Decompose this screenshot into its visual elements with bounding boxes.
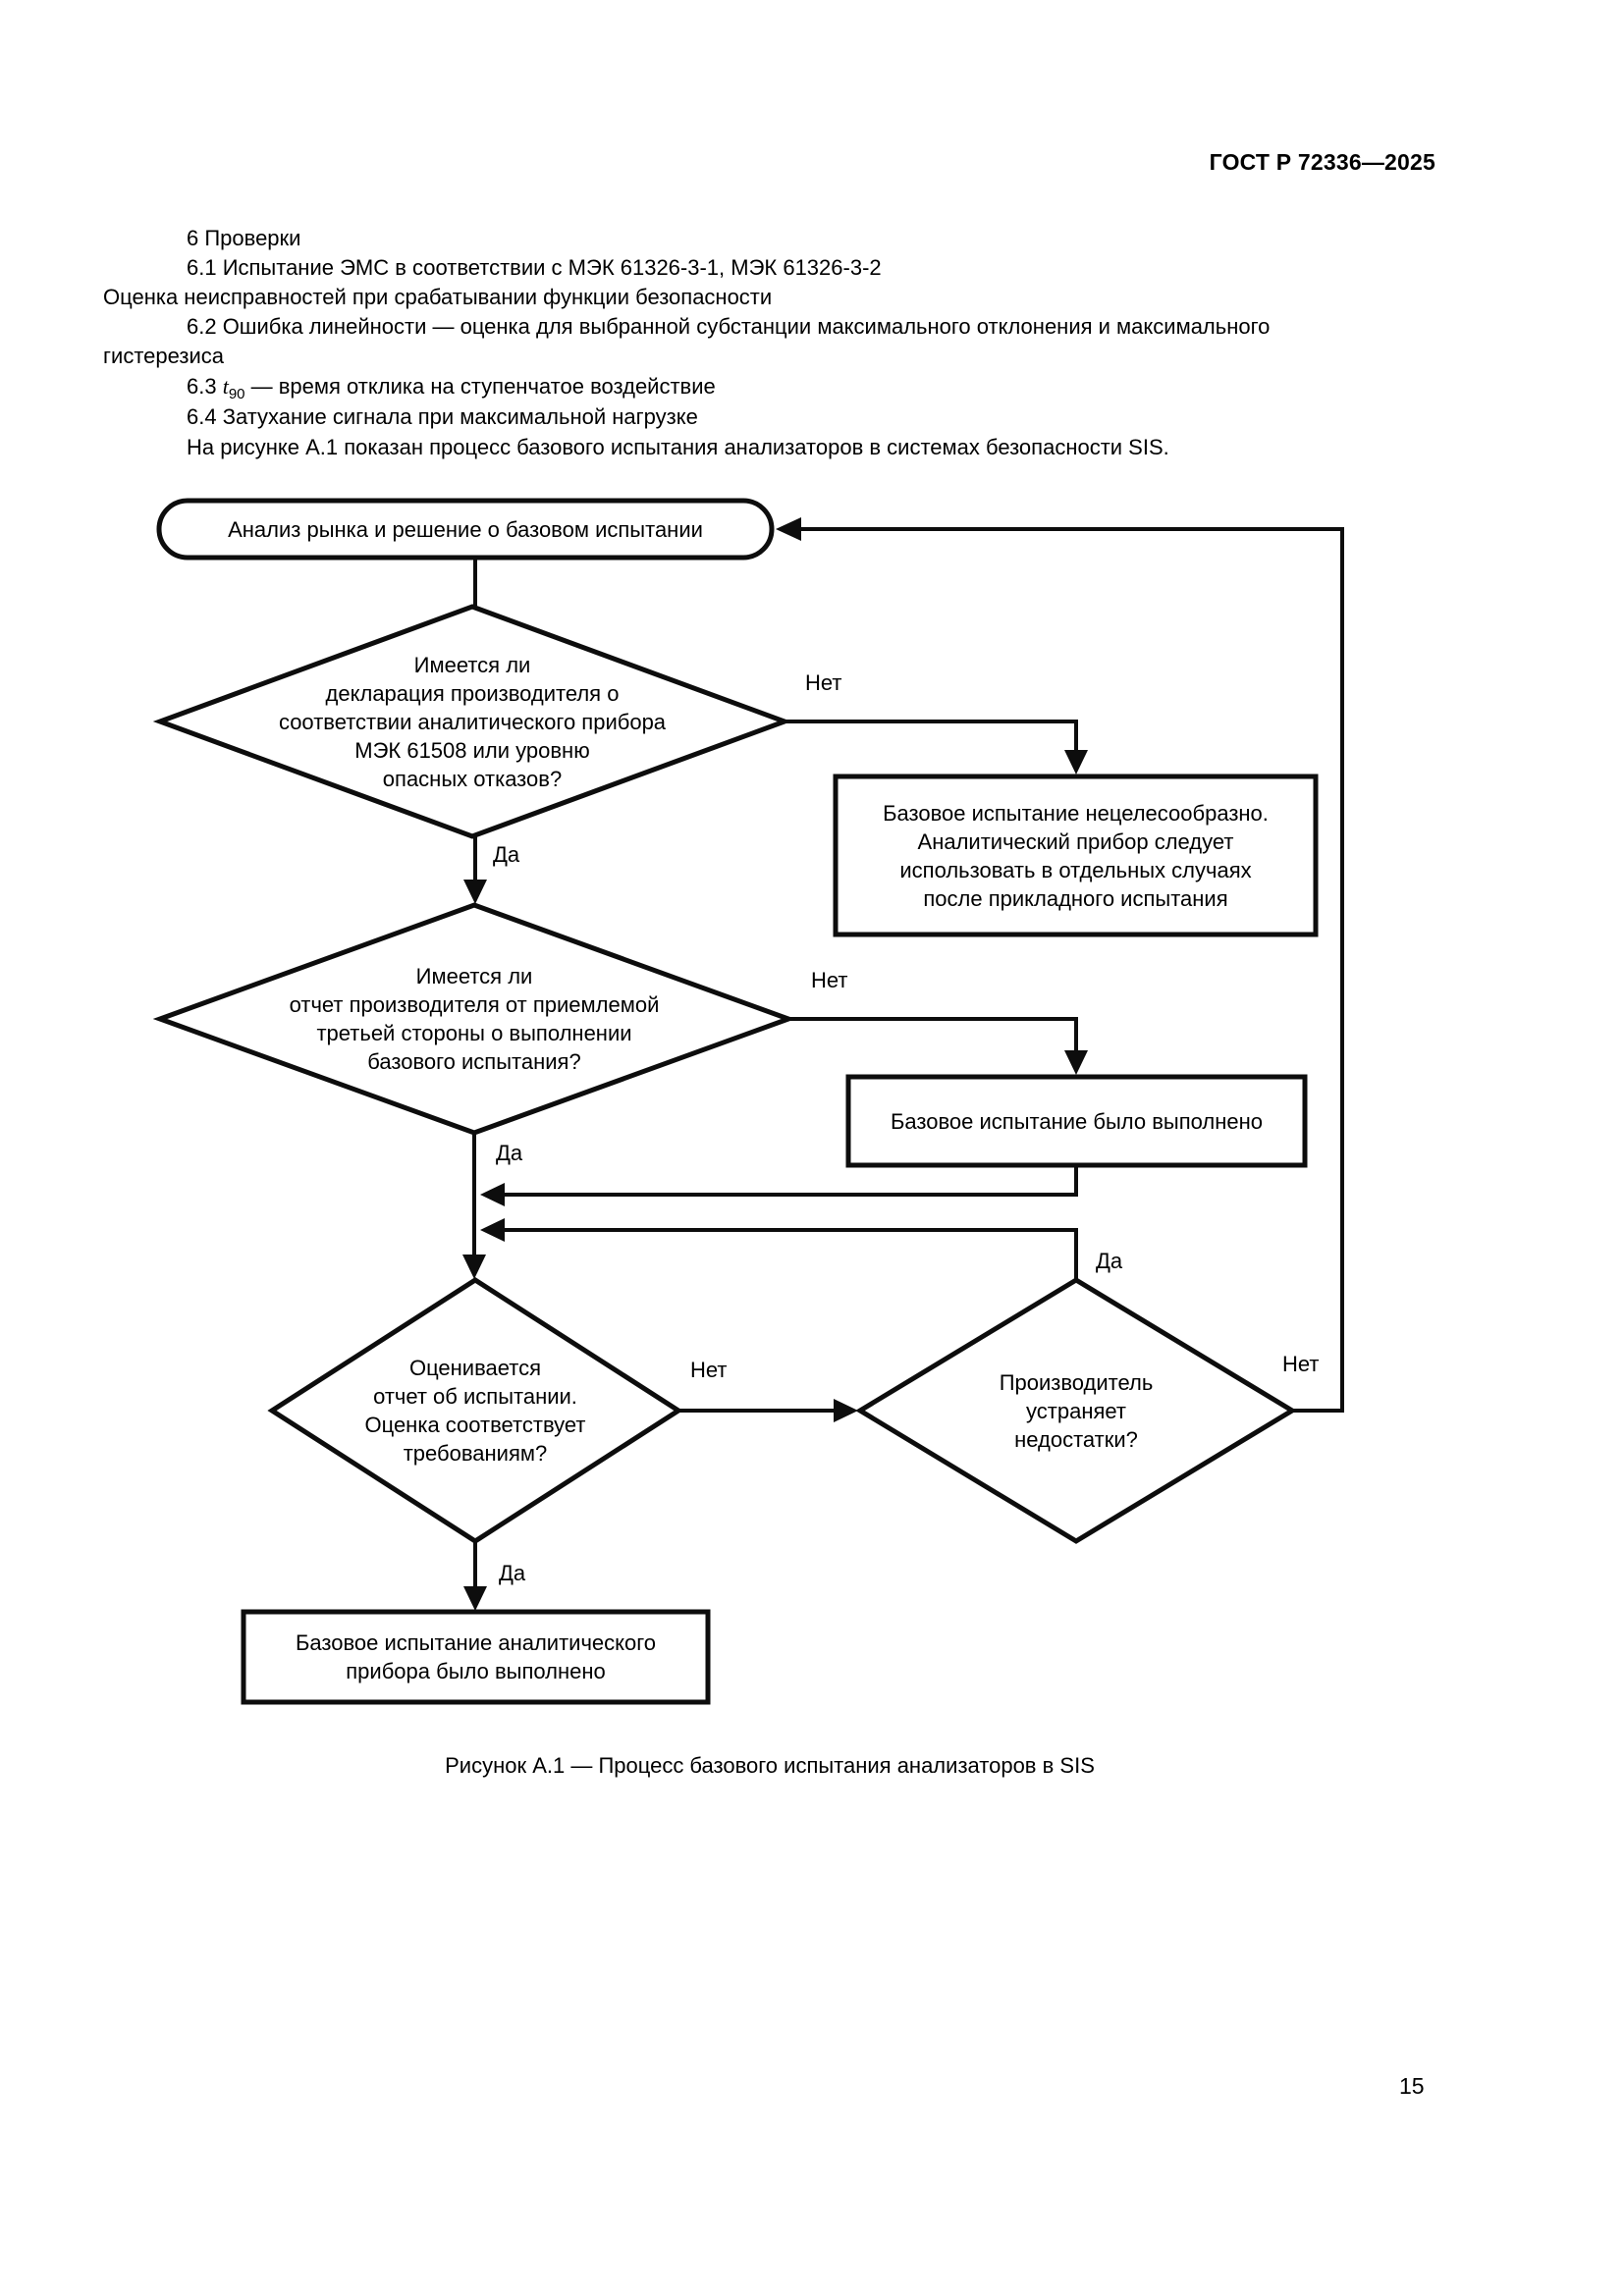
branch-label-yes-decision1: Да xyxy=(493,842,520,867)
result1-shape xyxy=(833,774,1319,937)
result3-label: Базовое испытание аналитического прибора… xyxy=(295,1630,657,1683)
paragraph-6-1-cont: Оценка неисправностей при срабатывании ф… xyxy=(103,285,773,309)
branch-label-no-decision2: Нет xyxy=(811,968,848,992)
decision4-shape xyxy=(855,1277,1297,1544)
arrowhead-into-decision2 xyxy=(463,880,487,904)
paragraph-6-3: 6.3 t90 — время отклика на ступенчатое в… xyxy=(187,374,716,407)
result2-shape xyxy=(845,1074,1308,1168)
arrowhead-into-start xyxy=(776,517,801,541)
branch-label-no-decision1: Нет xyxy=(805,670,842,695)
decision1-label: Имеется ли декларация производителя о со… xyxy=(278,652,667,791)
connector-decision1-no xyxy=(785,720,1078,752)
paragraph-6-3-num: 6.3 xyxy=(187,374,223,399)
connector-decision2-no xyxy=(788,1017,1078,1052)
page-number: 15 xyxy=(1399,2073,1425,2099)
page-header: ГОСТ Р 72336—2025 xyxy=(1209,149,1435,175)
paragraph-6-4: 6.4 Затухание сигнала при максимальной н… xyxy=(187,404,698,429)
arrowhead-result2-return xyxy=(480,1183,505,1206)
paragraph-figure-intro: На рисунке А.1 показан процесс базового … xyxy=(187,435,1169,459)
decision1-shape xyxy=(152,604,792,839)
paragraph-6-3-rest: — время отклика на ступенчатое воздейств… xyxy=(244,374,716,399)
connector-decision4-yes xyxy=(503,1228,1078,1280)
arrowhead-decision4-yes xyxy=(480,1218,505,1242)
arrowhead-into-result3 xyxy=(463,1586,487,1611)
branch-label-yes-decision4: Да xyxy=(1096,1249,1123,1273)
t90-subscript: 90 xyxy=(228,386,245,402)
connector-result2-return xyxy=(503,1165,1078,1197)
arrowhead-into-decision4 xyxy=(834,1399,858,1422)
paragraph-section-6: 6 Проверки xyxy=(187,226,301,250)
decision2-shape xyxy=(152,902,796,1136)
decision4-label: Производитель устраняет недостатки? xyxy=(999,1369,1154,1452)
branch-label-no-decision3: Нет xyxy=(690,1358,728,1382)
arrowhead-into-result1 xyxy=(1064,750,1088,774)
result3-shape xyxy=(241,1609,711,1705)
paragraph-6-1: 6.1 Испытание ЭМС в соответствии с МЭК 6… xyxy=(187,255,882,280)
start-node-label: Анализ рынка и решение о базовом испытан… xyxy=(228,516,703,542)
branch-label-no-decision4: Нет xyxy=(1282,1352,1320,1376)
result1-label: Базовое испытание нецелесообразно. Анали… xyxy=(883,800,1269,911)
branch-label-yes-decision2: Да xyxy=(496,1141,523,1165)
result2-label: Базовое испытание было выполнено xyxy=(890,1108,1263,1134)
arrowhead-into-decision3 xyxy=(462,1255,486,1279)
figure-caption: Рисунок А.1 — Процесс базового испытания… xyxy=(445,1753,1095,1778)
start-node-shape xyxy=(156,498,775,561)
decision2-label: Имеется ли отчет производителя от приемл… xyxy=(289,964,660,1074)
connector-decision4-no-loop xyxy=(799,527,1344,1413)
decision3-label: Оценивается отчет об испытании. Оценка с… xyxy=(364,1356,586,1466)
branch-label-yes-decision3: Да xyxy=(499,1561,526,1585)
paragraph-6-2-cont: гистерезиса xyxy=(103,344,224,368)
paragraph-6-2: 6.2 Ошибка линейности — оценка для выбра… xyxy=(187,314,1271,339)
decision3-shape xyxy=(267,1277,683,1544)
arrowhead-into-result2 xyxy=(1064,1050,1088,1075)
t90-variable: t xyxy=(222,374,229,399)
